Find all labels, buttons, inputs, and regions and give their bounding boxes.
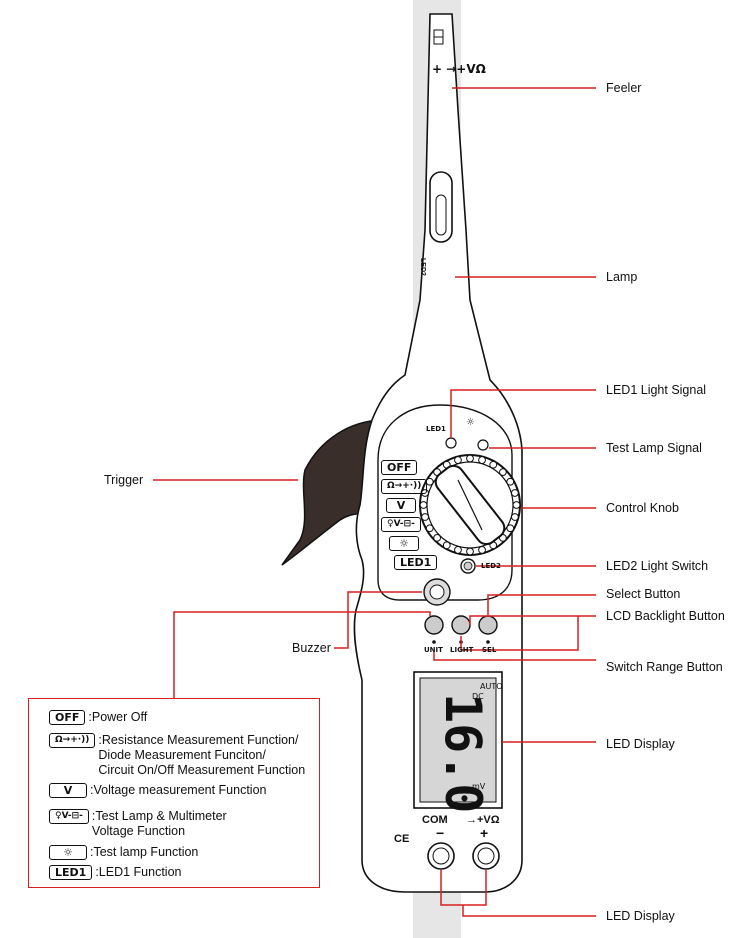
legend-text: :Test lamp Function [90,845,199,859]
legend-badge: ♀V-⊟- [49,809,89,824]
legend-badge: OFF [49,710,86,725]
knob-tooth [511,489,519,497]
callout-control-knob: Control Knob [606,501,679,515]
callout-test-lamp-signal: Test Lamp Signal [606,441,702,455]
trigger [281,419,386,566]
legend-row-led1: LED1 :LED1 Function [49,865,181,880]
led1-indicator [445,437,457,449]
control-knob [419,454,521,556]
legend-text: :LED1 Function [95,865,182,879]
knob-tooth [512,501,521,509]
callout-led2-light-switch: LED2 Light Switch [606,559,709,573]
callout-led-display: LED Display [606,737,675,751]
callout-led-display-jacks: LED Display [606,909,675,923]
led2-probe-label: LED2 [419,258,426,276]
dial-testlamp[interactable]: ☼ [389,536,419,551]
legend-row-testlamp: ☼ :Test lamp Function [49,845,198,860]
lcd-auto: AUTO [480,682,503,691]
knob-tooth [506,477,515,486]
callout-led1-light-signal: LED1 Light Signal [606,383,707,397]
dial-led1[interactable]: LED1 [394,555,438,570]
knob-tooth [425,524,434,533]
legend-row-voltage: V :Voltage measurement Function [49,783,267,798]
function-legend: OFF :Power Off Ω→+·)) :Resistance Measur… [28,698,320,888]
legend-text: :Resistance Measurement Function/ Diode … [98,733,306,777]
knob-tooth [478,546,486,554]
com-sign: − [436,825,445,841]
dial-voltage[interactable]: V [386,498,416,513]
v-label: →+VΩ [466,814,500,826]
callout-switch-range-button: Switch Range Button [606,660,723,674]
callout-lines [153,87,596,917]
knob-tooth [433,533,442,542]
callout-lamp: Lamp [606,270,638,284]
callout-lcd-backlight-button: LCD Backlight Button [606,609,725,623]
dial-testlamp-multimeter[interactable]: ♀V-⊟- [381,517,421,532]
knob-tooth [506,524,515,533]
dial-off[interactable]: OFF [381,460,418,475]
sel-button-label: SEL [482,646,497,654]
lcd-unit: mV [472,782,486,791]
legend-badge: ☼ [49,845,87,860]
lcd-reading: 16.0 [434,693,492,814]
dial-resistance[interactable]: Ω→+·)) [381,479,428,494]
knob-tooth [419,501,428,509]
lamp-window [429,171,453,243]
legend-row-resistance: Ω→+·)) :Resistance Measurement Function/… [49,733,305,778]
legend-badge: LED1 [49,865,93,880]
lcd-dc: DC [472,692,484,701]
callout-trigger: Trigger [104,473,144,487]
legend-text: :Power Off [88,710,148,724]
knob-tooth [478,456,486,464]
lcd-screen [419,677,497,803]
com-label: COM [422,814,448,826]
light-button-label: LIGHT [450,646,474,654]
knob-tooth [421,513,429,521]
knob-tooth [454,546,462,554]
light-button [451,615,471,635]
led2-label: LED2 [481,562,501,570]
knob-tooth [466,454,474,463]
ce-mark: CE [394,833,410,845]
knob-tooth [489,460,498,469]
callout-select-button: Select Button [606,587,681,601]
knob-tooth [511,513,519,521]
v-sign: + [480,825,489,841]
led1-label: LED1 [426,425,446,433]
unit-button [424,615,444,635]
callout-feeler: Feeler [606,81,642,95]
legend-row-off: OFF :Power Off [49,710,147,725]
callout-buzzer: Buzzer [292,641,331,655]
legend-badge: V [49,783,87,798]
knob-tooth [454,456,462,464]
unit-button-label: UNIT [424,646,443,654]
knob-tooth [466,547,474,556]
sel-button [478,615,498,635]
legend-text: :Voltage measurement Function [90,783,267,797]
lamp-signal-icon: ☼ [466,417,475,428]
knob-tooth [425,477,434,486]
legend-badge: Ω→+·)) [49,733,96,748]
legend-row-testlamp-multimeter: ♀V-⊟- :Test Lamp & Multimeter Voltage Fu… [49,809,227,839]
test-lamp-indicator [477,439,489,451]
probe-symbols: + →+VΩ [432,62,486,76]
legend-text: :Test Lamp & Multimeter Voltage Function [91,809,227,838]
knob-tooth [498,468,507,477]
knob-tooth [442,541,451,550]
